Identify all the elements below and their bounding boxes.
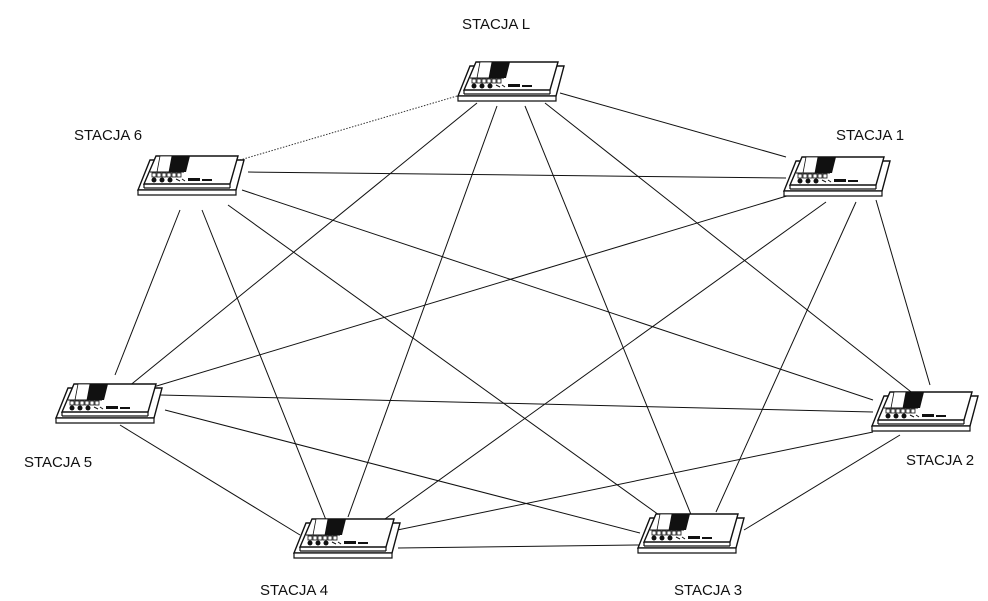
link-1-3	[715, 201, 857, 513]
link-L-1	[559, 92, 787, 158]
connection-lines	[114, 92, 931, 549]
station-4: STACJA 4	[260, 518, 401, 599]
link-1-4	[377, 201, 827, 525]
station-5: STACJA 5	[24, 383, 163, 471]
link-3-6	[227, 204, 667, 521]
link-2-6	[241, 189, 874, 401]
link-L-6	[239, 95, 458, 161]
intercom-station-icon	[457, 61, 565, 102]
intercom-station-icon	[137, 155, 245, 196]
station-L: STACJA L	[457, 16, 565, 102]
link-2-3	[743, 434, 901, 531]
link-1-2	[875, 199, 931, 386]
link-2-5	[159, 394, 874, 413]
link-L-4	[347, 105, 498, 518]
intercom-station-icon	[55, 383, 163, 424]
station-label: STACJA L	[462, 16, 530, 33]
intercom-station-icon	[783, 156, 891, 197]
station-1: STACJA 1	[783, 127, 904, 197]
station-label: STACJA 6	[74, 127, 142, 144]
link-2-4	[377, 431, 874, 535]
station-label: STACJA 3	[674, 582, 742, 599]
station-label: STACJA 4	[260, 582, 328, 599]
station-6: STACJA 6	[74, 127, 245, 196]
link-3-5	[164, 409, 641, 534]
link-L-5	[127, 102, 478, 388]
intercom-station-icon	[293, 518, 401, 559]
station-label: STACJA 2	[906, 452, 974, 469]
link-4-6	[201, 209, 327, 521]
station-label: STACJA 5	[24, 454, 92, 471]
intercom-station-icon	[637, 513, 745, 554]
station-label: STACJA 1	[836, 127, 904, 144]
link-3-4	[397, 544, 641, 549]
station-2: STACJA 2	[871, 391, 979, 469]
link-1-5	[149, 194, 791, 389]
link-4-5	[119, 424, 301, 536]
station-3: STACJA 3	[637, 513, 745, 599]
link-5-6	[114, 209, 181, 376]
link-1-6	[247, 171, 787, 179]
intercom-station-icon	[871, 391, 979, 432]
link-L-2	[544, 102, 916, 396]
